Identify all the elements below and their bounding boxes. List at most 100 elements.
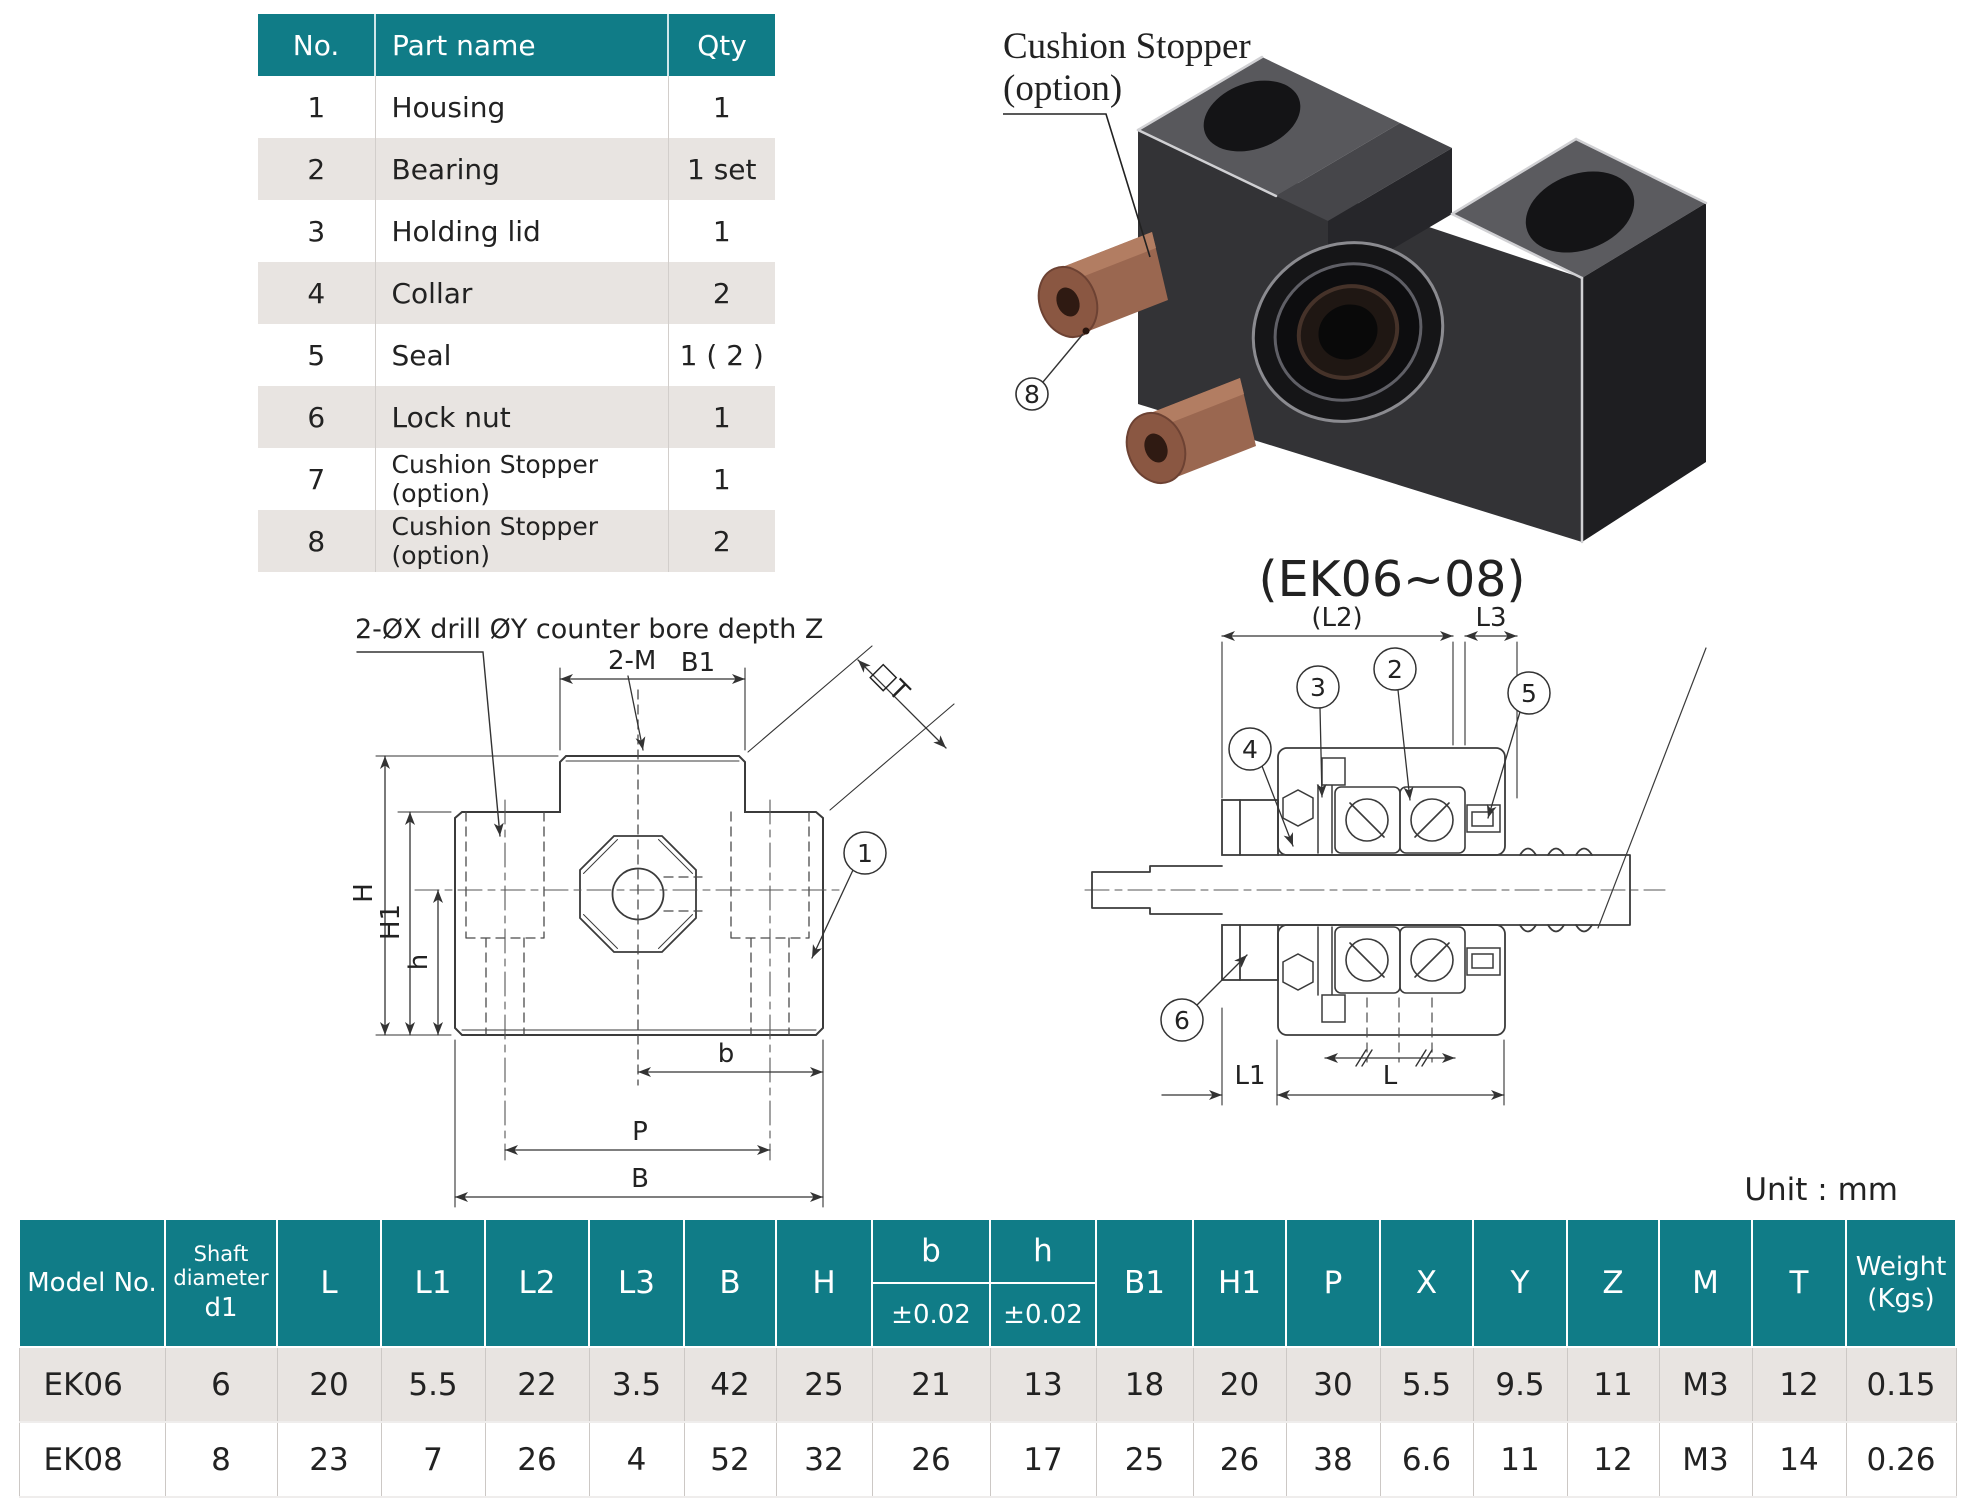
part-name: Holding lid [375, 200, 669, 262]
part-qty: 1 [712, 462, 731, 496]
housing-3d-render: Cushion Stopper (option) 8 [1003, 26, 1708, 544]
counterbore-note: 2-ØX drill ØY counter bore depth Z [355, 614, 823, 645]
part-name: Collar [375, 262, 669, 324]
dim-l2-label: (L2) [1311, 603, 1362, 633]
spec-value: 52 [683, 1422, 777, 1497]
part-no: 3 [258, 200, 376, 262]
part-no: 5 [258, 324, 376, 386]
spec-value: 9.5 [1472, 1347, 1568, 1422]
dim-l-label: L [1383, 1061, 1398, 1091]
part-qty: 2 [668, 510, 775, 572]
part-name: Housing [375, 76, 669, 138]
spec-value: 6 [164, 1347, 278, 1422]
spec-header-shaft-line3: d1 [204, 1293, 238, 1324]
callout-4-circle [1228, 727, 1272, 771]
spec-header-L2: L2 [484, 1218, 590, 1348]
table-row: EK08 8 23 7 26 4 52 32 26 17 25 26 38 6.… [18, 1422, 1957, 1497]
housing-outline [454, 755, 824, 1036]
dim-P-label: P [632, 1117, 648, 1147]
dim-H1-label: H1 [376, 904, 406, 940]
dim-H-label: H [349, 883, 379, 903]
dim-l1-label: L1 [1234, 1061, 1265, 1091]
model-range-title: (EK06~08) [1258, 551, 1525, 608]
spec-value: 38 [1285, 1422, 1381, 1497]
spec-header-T: T [1751, 1218, 1847, 1348]
table-row: EK06 6 20 5.5 22 3.5 42 25 21 13 18 20 3… [18, 1347, 1957, 1422]
unit-label: Unit : mm [1744, 1172, 1898, 1208]
spec-value: 26 [1192, 1422, 1287, 1497]
spec-header-L1: L1 [380, 1218, 486, 1348]
spec-header-Y: Y [1472, 1218, 1568, 1348]
part-qty: 1 [668, 386, 775, 448]
part-qty: 1 set [668, 138, 775, 200]
spec-header-H: H [775, 1218, 873, 1348]
hidden-hole-lines [465, 689, 810, 1086]
spec-value: 5.5 [380, 1347, 486, 1422]
spec-value: 12 [1566, 1422, 1660, 1497]
spec-value: 4 [588, 1422, 685, 1497]
spec-header-b-tolerance: ±0.02 [871, 1282, 991, 1348]
spec-header-b: b [871, 1218, 991, 1284]
bearing-bore [1251, 241, 1445, 423]
spec-header-model: Model No. [18, 1218, 166, 1348]
spec-value: 20 [276, 1347, 382, 1422]
cushion-stopper-lower [1125, 378, 1256, 484]
part-qty: 1 ( 2 ) [679, 338, 764, 372]
dimension-spec-table: Model No. Shaft diameter d1 L L1 L2 L3 B… [18, 1218, 1957, 1498]
parts-header-row: No. Part name Qty [258, 14, 775, 76]
side-view-drawing: (L2) L3 L1 L 4 3 2 [1084, 603, 1707, 1106]
spec-header-L3: L3 [588, 1218, 685, 1348]
callout-2-circle [1373, 647, 1417, 691]
spec-value: 23 [276, 1422, 382, 1497]
spec-value: 30 [1285, 1347, 1381, 1422]
callout-6-number: 6 [1174, 1006, 1190, 1035]
spec-header-row-2: ±0.02 ±0.02 [19, 1282, 1956, 1348]
cushion-stopper-upper [1037, 232, 1168, 338]
spec-value: 42 [683, 1347, 777, 1422]
housing-right-face [1582, 203, 1706, 542]
spec-header-weight: Weight (Kgs) [1845, 1218, 1957, 1348]
spec-header-h-tolerance: ±0.02 [989, 1282, 1097, 1348]
spec-header-shaft-line1: Shaft [193, 1241, 249, 1266]
bearings-section [1334, 786, 1466, 994]
spec-value: 11 [1472, 1422, 1568, 1497]
dim-t-label: □T [865, 657, 915, 707]
spec-model: EK06 [18, 1347, 166, 1422]
spec-value: 12 [1751, 1347, 1847, 1422]
spec-value: 0.26 [1845, 1422, 1957, 1497]
dim-2m-label: 2-M [608, 646, 656, 676]
part-qty: 1 [712, 90, 731, 124]
callout-8-circle [1015, 377, 1049, 411]
spec-value: 11 [1566, 1347, 1660, 1422]
callout-8-number: 8 [1024, 380, 1040, 409]
spec-value: M3 [1658, 1347, 1753, 1422]
spec-value: 6.6 [1379, 1422, 1474, 1497]
housing-section-upper [1277, 747, 1506, 856]
part-name: Cushion Stopper (option) [375, 448, 669, 510]
part-qty: 2 [668, 262, 775, 324]
part-name: Cushion Stopper (option) [375, 510, 669, 572]
counterbore-note-leader [356, 651, 504, 837]
spec-header-X: X [1379, 1218, 1474, 1348]
spec-value: 5.5 [1379, 1347, 1474, 1422]
spec-value: 18 [1095, 1347, 1194, 1422]
callout-2-number: 2 [1387, 655, 1403, 684]
front-view-drawing: 2-ØX drill ØY counter bore depth Z [349, 614, 955, 1208]
spec-value: 8 [164, 1422, 278, 1497]
mount-hole-top-left [1203, 80, 1301, 152]
part-no: 8 [258, 510, 376, 572]
spec-header-L: L [276, 1218, 382, 1348]
callout-8-leader [1042, 333, 1084, 383]
spec-header-shaft-diameter: Shaft diameter d1 [164, 1218, 278, 1348]
housing-section-lower [1277, 924, 1506, 1036]
cushion-stopper-label-line1: Cushion Stopper [1003, 26, 1251, 67]
callout-1-circle [843, 831, 887, 875]
part-name: Lock nut [375, 386, 669, 448]
part-no: 2 [258, 138, 376, 200]
parts-header-qty: Qty [668, 14, 775, 76]
spec-value: 17 [989, 1422, 1097, 1497]
